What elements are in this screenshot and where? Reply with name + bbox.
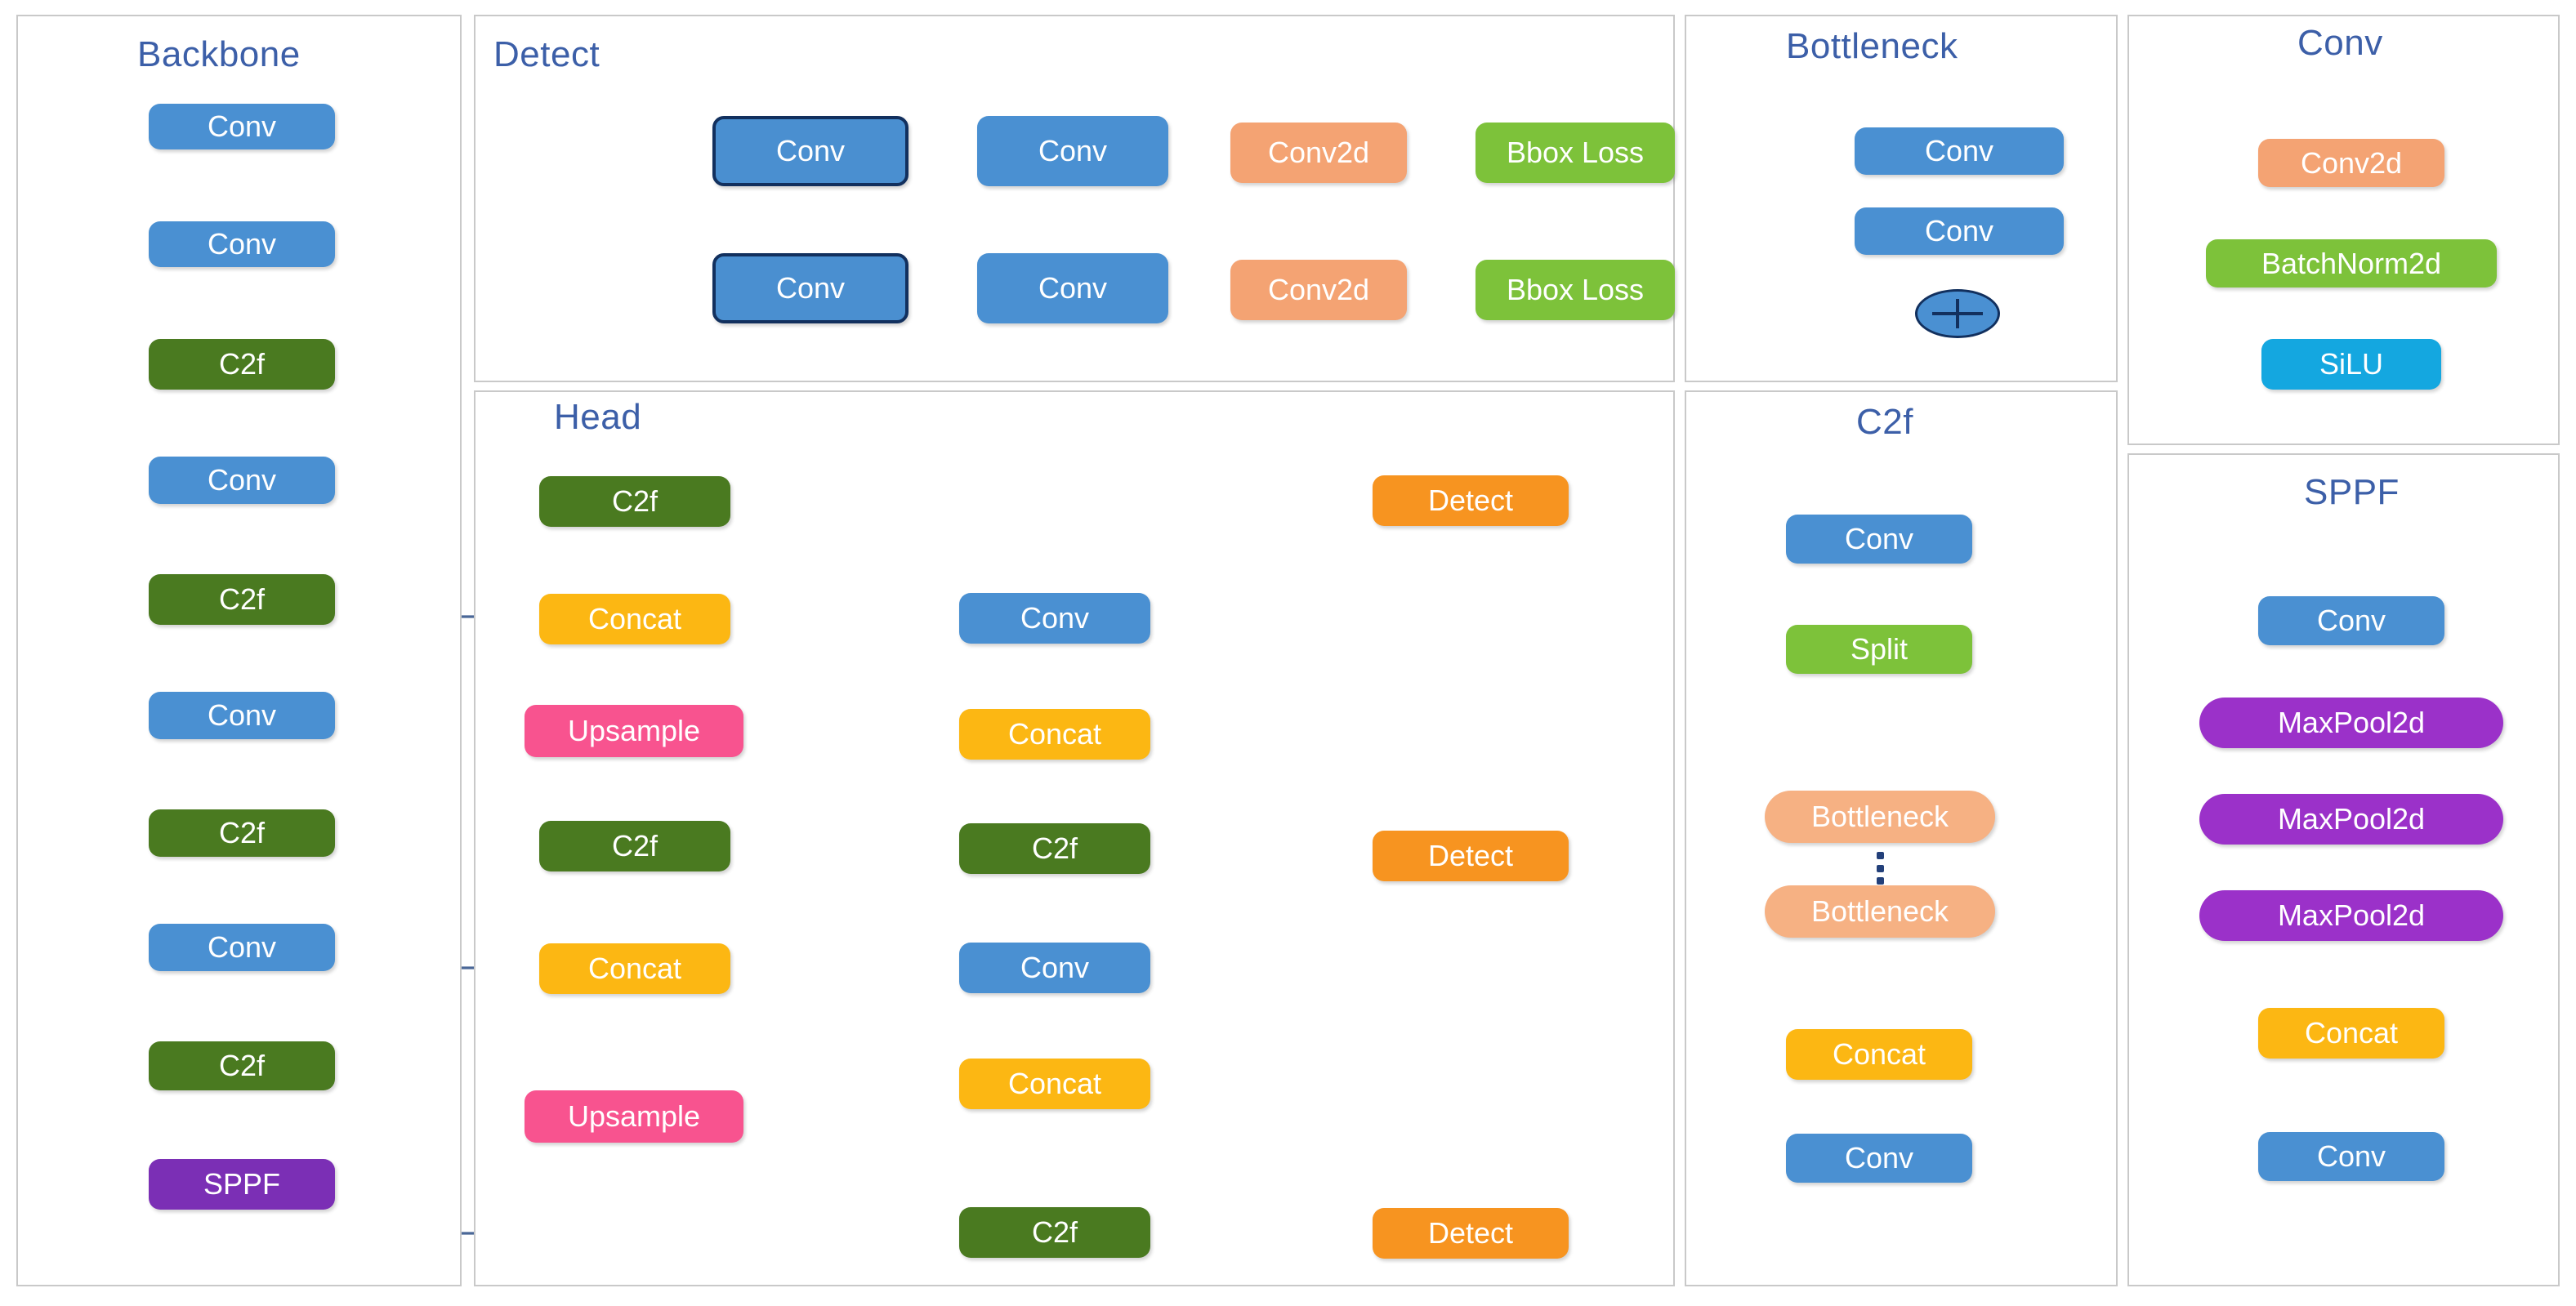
panel-title-bottleneck: Bottleneck [1786, 26, 1958, 66]
head-right-concat-bottom[interactable]: Concat [959, 1059, 1150, 1109]
c2f-node-split[interactable]: Split [1786, 625, 1972, 674]
backbone-node-conv-1[interactable]: Conv [149, 104, 335, 149]
conv-node-batchnorm2d[interactable]: BatchNorm2d [2206, 239, 2497, 287]
bottleneck-add-node[interactable] [1915, 289, 2000, 338]
detect-bottom-conv2d[interactable]: Conv2d [1230, 260, 1407, 320]
backbone-node-c2f-1[interactable]: C2f [149, 339, 335, 390]
detect-top-conv-1[interactable]: Conv [712, 116, 909, 186]
backbone-node-c2f-3[interactable]: C2f [149, 809, 335, 857]
head-right-c2f-mid[interactable]: C2f [959, 823, 1150, 874]
panel-title-detect: Detect [493, 34, 600, 74]
head-right-conv-top[interactable]: Conv [959, 593, 1150, 644]
panel-title-backbone: Backbone [137, 34, 301, 74]
head-left-upsample-bottom[interactable]: Upsample [525, 1090, 743, 1143]
detect-bottom-conv-2[interactable]: Conv [977, 253, 1168, 323]
detect-top-bbox-loss[interactable]: Bbox Loss [1476, 123, 1675, 183]
head-right-concat-top[interactable]: Concat [959, 709, 1150, 760]
panel-detect [474, 15, 1675, 382]
backbone-node-conv-5[interactable]: Conv [149, 924, 335, 971]
backbone-node-conv-3[interactable]: Conv [149, 457, 335, 504]
sppf-node-maxpool-2[interactable]: MaxPool2d [2199, 794, 2503, 845]
sppf-node-concat[interactable]: Concat [2258, 1008, 2444, 1059]
head-detect-output-1[interactable]: Detect [1373, 475, 1569, 526]
conv-node-silu[interactable]: SiLU [2261, 339, 2441, 390]
panel-title-conv: Conv [2297, 23, 2383, 63]
head-left-upsample-top[interactable]: Upsample [525, 705, 743, 757]
bottleneck-node-conv-2[interactable]: Conv [1855, 207, 2064, 255]
head-left-c2f-mid[interactable]: C2f [539, 821, 730, 871]
backbone-node-conv-2[interactable]: Conv [149, 221, 335, 267]
c2f-node-concat[interactable]: Concat [1786, 1029, 1972, 1080]
panel-title-head: Head [554, 397, 642, 437]
head-right-c2f-bottom[interactable]: C2f [959, 1207, 1150, 1258]
sppf-node-conv-top[interactable]: Conv [2258, 596, 2444, 645]
detect-top-conv2d[interactable]: Conv2d [1230, 123, 1407, 183]
backbone-node-sppf[interactable]: SPPF [149, 1159, 335, 1210]
c2f-node-conv-bottom[interactable]: Conv [1786, 1134, 1972, 1183]
head-left-c2f-top[interactable]: C2f [539, 476, 730, 527]
head-right-conv-bottom[interactable]: Conv [959, 943, 1150, 993]
c2f-node-bottleneck-1[interactable]: Bottleneck [1765, 791, 1995, 843]
c2f-node-bottleneck-2[interactable]: Bottleneck [1765, 885, 1995, 938]
c2f-bottleneck-ellipsis [1876, 852, 1884, 885]
head-left-concat-bottom[interactable]: Concat [539, 943, 730, 994]
detect-bottom-bbox-loss[interactable]: Bbox Loss [1476, 260, 1675, 320]
panel-title-sppf: SPPF [2304, 472, 2400, 512]
backbone-node-c2f-4[interactable]: C2f [149, 1041, 335, 1090]
panel-backbone [16, 15, 462, 1286]
detect-bottom-conv-1[interactable]: Conv [712, 253, 909, 323]
panel-title-c2f: C2f [1856, 402, 1913, 442]
head-detect-output-2[interactable]: Detect [1373, 831, 1569, 881]
sppf-node-maxpool-3[interactable]: MaxPool2d [2199, 890, 2503, 941]
conv-node-conv2d[interactable]: Conv2d [2258, 139, 2444, 187]
c2f-node-conv-top[interactable]: Conv [1786, 515, 1972, 564]
backbone-node-c2f-2[interactable]: C2f [149, 574, 335, 625]
head-left-concat-top[interactable]: Concat [539, 594, 730, 644]
bottleneck-node-conv-1[interactable]: Conv [1855, 127, 2064, 175]
head-detect-output-3[interactable]: Detect [1373, 1208, 1569, 1259]
backbone-node-conv-4[interactable]: Conv [149, 692, 335, 739]
detect-top-conv-2[interactable]: Conv [977, 116, 1168, 186]
sppf-node-maxpool-1[interactable]: MaxPool2d [2199, 698, 2503, 748]
sppf-node-conv-bottom[interactable]: Conv [2258, 1132, 2444, 1181]
panel-bottleneck [1685, 15, 2118, 382]
